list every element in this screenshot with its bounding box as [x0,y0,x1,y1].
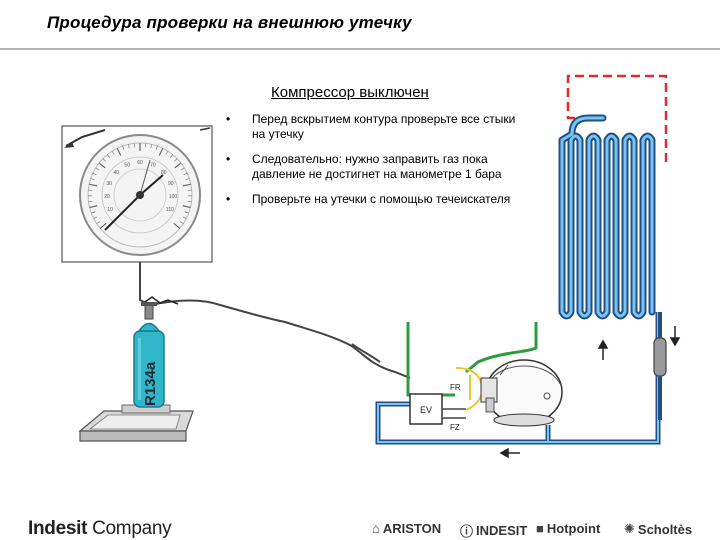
gauge-tick [89,183,98,187]
gauge-tick [182,216,187,219]
ariston-logo-icon: ⌂ [372,521,380,536]
gauge-tick-label: 70 [150,163,156,169]
gauge-tick [128,144,130,149]
title-divider [0,48,720,50]
gauge-tick [185,178,190,181]
gauge-tick-label: 90 [168,181,174,187]
gauge-tick [98,162,106,169]
gauge-tick [184,211,189,214]
brand-scholtes: ✺ Scholtès [624,521,692,537]
gauge-tick [93,216,98,219]
gauge-tick [96,221,101,224]
ev-label: EV [420,405,432,415]
cylinder-label: R134a [142,361,159,406]
gauge-tick [174,158,178,162]
gauge-tick [95,167,100,171]
gauge-tick-label: 40 [113,170,119,176]
fr-label: FR [450,383,461,392]
gauge-pivot [136,191,144,199]
company-logo: Indesit Company [28,518,172,540]
charge-hose [139,262,411,379]
gauge-tick [174,162,182,169]
diagram-subtitle: Компрессор выключен [271,84,429,101]
brand-name: Hotpoint [546,521,601,536]
gauge-tick [155,145,158,150]
gauge-tick [89,205,98,209]
brand-hotpoint: ■ Hotpoint [536,521,600,536]
ev-valve [409,393,466,425]
gauge-tick [179,221,184,224]
gauge-tick [99,222,107,229]
compressor [480,359,563,427]
gauge-tick [173,222,181,229]
instruction-item: Следовательно: нужно заправить газ пока … [226,152,526,182]
gauge-tick [150,144,152,149]
gauge-tick [107,154,111,158]
gauge-tick-label: 50 [124,163,130,169]
dashed-line [566,74,668,165]
instruction-list: Перед вскрытием контура проверьте все ст… [226,112,526,217]
indesit-logo-icon: ⓘ [460,524,474,539]
gauge-tick [182,205,191,209]
hotpoint-logo-icon: ■ [536,521,544,536]
scholtes-logo-icon: ✺ [624,521,635,536]
flow-arrows [499,326,681,459]
brand-name: ARISTON [382,521,442,536]
gauge-tick [187,200,192,203]
gauge-tick [102,158,106,162]
instruction-item: Перед вскрытием контура проверьте все ст… [226,112,526,142]
instruction-item: Проверьте на утечки с помощью течеискате… [226,192,526,207]
gauge-tick-label: 80 [161,170,167,176]
brand-name: Scholtès [637,521,693,537]
gauge-tick [158,147,164,156]
scale-platform [78,404,194,442]
company-name-bold: Indesit [28,518,88,539]
gauge-tick-label: 60 [137,160,143,166]
gauge-tick [116,147,122,156]
gauge-tick-label: 20 [104,194,110,200]
refrigerant-cylinder [133,302,165,408]
gauge-tick [183,172,188,175]
gauge-tick-label: 30 [106,181,112,187]
gauge-tick-label: 100 [169,194,178,200]
gauge-tick [180,167,185,171]
gauge-tick [182,183,191,187]
company-name-regular: Company [87,518,172,539]
brand-indesit: ⓘ INDESIT [460,521,527,540]
condenser-coil [558,114,656,320]
gauge-tick [92,172,97,175]
gauge-tick-label: 110 [166,207,174,213]
gauge-tick [122,145,125,150]
brand-name: INDESIT [476,523,528,538]
gauge-tick [111,150,115,155]
page-title: Процедура проверки на внешнюю утечку [47,13,412,32]
gauge-tick [88,200,93,203]
brand-ariston: ⌂ ARISTON [372,521,441,536]
gauge-tick [165,150,169,155]
fz-label: FZ [450,423,460,432]
gauge-tick [169,154,173,158]
gauge-tick [90,178,95,181]
gauge-tick-label: 10 [107,207,113,213]
filter-drier [653,312,667,420]
gauge-tick [91,211,96,214]
